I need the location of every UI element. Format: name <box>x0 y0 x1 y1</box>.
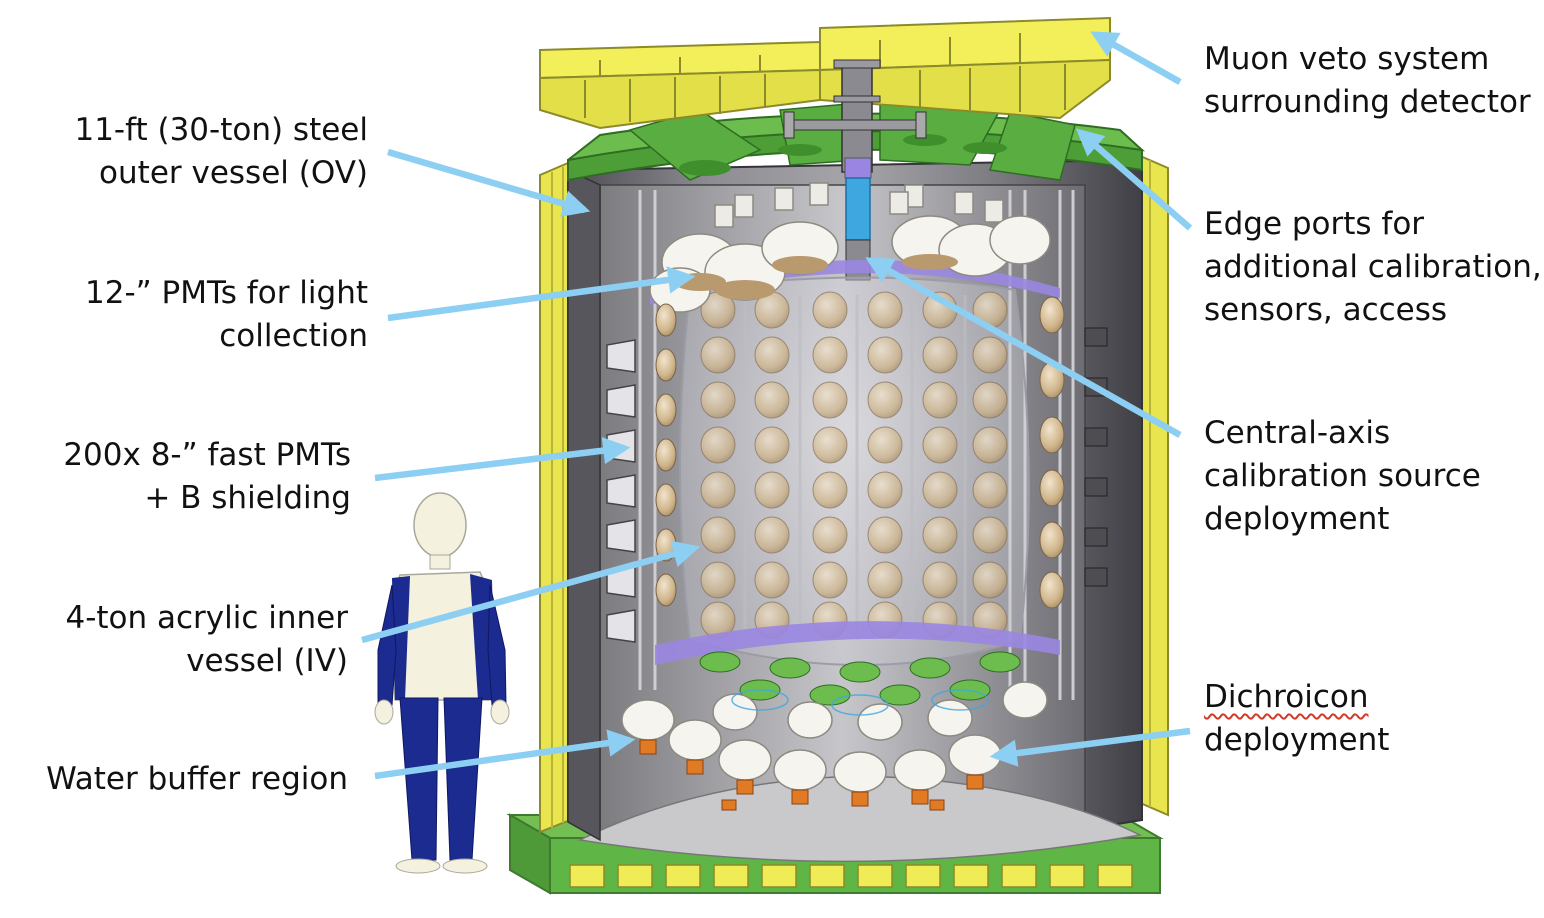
pmt-bulb <box>700 336 736 374</box>
pmt-bulb <box>754 516 790 554</box>
arrow-dichroicon <box>989 727 1191 767</box>
bottom-ring <box>655 621 1060 665</box>
pmt-bulb <box>867 426 903 464</box>
pmt-bulb <box>922 336 958 374</box>
pmt-bulb <box>867 471 903 509</box>
pmt-bulb <box>700 471 736 509</box>
pmt-bulb <box>700 381 736 419</box>
pmt-bulb <box>922 471 958 509</box>
side-veto-panels <box>539 153 1169 834</box>
pmt-bulb <box>867 561 903 599</box>
arrow-muon-veto <box>1090 31 1182 85</box>
label-outer-vessel: 11-ft (30-ton) steel outer vessel (OV) <box>74 112 368 191</box>
arrow-pmts-12 <box>387 266 696 322</box>
label-water-buffer: Water buffer region <box>46 761 348 797</box>
pmt-bulb <box>754 336 790 374</box>
pmt-bulb <box>972 426 1008 464</box>
detector-body <box>506 16 1169 895</box>
pmt-bulb <box>812 381 848 419</box>
top-deck <box>567 102 1146 182</box>
arrow-outer-vessel <box>387 148 591 217</box>
pmt-bulb <box>754 561 790 599</box>
arrow-fast-pmts <box>374 437 631 482</box>
side-pmts-right <box>1039 296 1065 609</box>
pmt-bulb <box>922 381 958 419</box>
pmt-bulb <box>867 291 903 329</box>
label-muon-veto: Muon veto system surrounding detector <box>1204 41 1531 120</box>
pmt-bulb <box>972 471 1008 509</box>
human-figure <box>374 492 510 874</box>
pmt-bulb <box>754 471 790 509</box>
pmt-bulb <box>867 516 903 554</box>
arrow-water-buffer <box>374 729 636 780</box>
arrow-edge-ports <box>1075 128 1193 231</box>
pmt-bulb <box>812 291 848 329</box>
pmt-bulb <box>922 516 958 554</box>
pmt-bulb <box>754 381 790 419</box>
side-fast-pmts-right <box>1084 327 1108 587</box>
arrow-inner-vessel <box>361 540 701 644</box>
label-pmts-12: 12-” PMTs for light collection <box>85 275 368 354</box>
pmt-bulb <box>972 561 1008 599</box>
label-dichroicon: Dichroicon deployment <box>1204 679 1390 758</box>
side-pmts-left-bronze <box>655 303 677 607</box>
pmt-bulb <box>922 426 958 464</box>
label-fast-pmts: 200x 8-” fast PMTs + B shielding <box>63 437 351 516</box>
pmt-bulb <box>812 471 848 509</box>
arrow-central-axis <box>865 257 1182 438</box>
callout-arrows <box>361 31 1193 780</box>
label-central-axis: Central-axis calibration source deployme… <box>1204 415 1481 537</box>
pmt-bulb <box>972 336 1008 374</box>
pmt-bulb <box>812 426 848 464</box>
pmt-bulb <box>812 561 848 599</box>
pmt-bulb <box>922 561 958 599</box>
label-inner-vessel: 4-ton acrylic inner vessel (IV) <box>65 600 348 679</box>
pmt-bulb <box>867 381 903 419</box>
pmt-bulb <box>812 516 848 554</box>
pmt-bulb <box>754 426 790 464</box>
pmt-array-12in <box>700 291 1008 640</box>
pmt-bulb <box>972 516 1008 554</box>
top-veto-panels <box>539 16 1111 130</box>
pmt-bulb <box>700 516 736 554</box>
pmt-bulb <box>700 561 736 599</box>
pmt-bulb <box>972 381 1008 419</box>
pmt-bulb <box>867 336 903 374</box>
inner-vessel <box>679 276 1030 666</box>
pmt-bulb <box>812 336 848 374</box>
label-edge-ports: Edge ports for additional calibration, s… <box>1204 206 1542 328</box>
dichroicon-array <box>621 651 1048 811</box>
pmt-bulb <box>700 426 736 464</box>
